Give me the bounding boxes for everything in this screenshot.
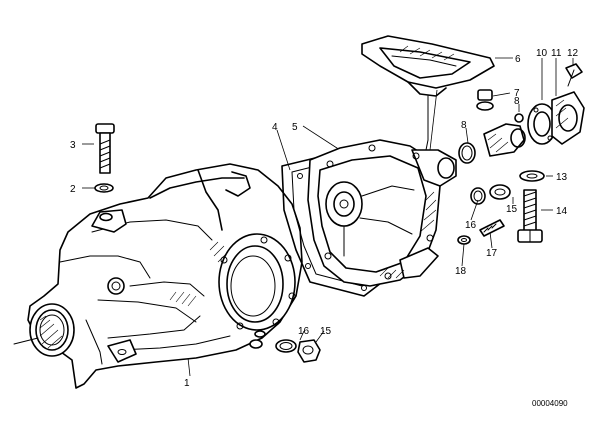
ring-16a [470, 187, 486, 205]
ring-16b [275, 339, 297, 353]
callout-15a: 15 [506, 204, 518, 215]
washer-18 [457, 235, 471, 245]
output-flange-10 [527, 103, 557, 145]
callout-2: 2 [70, 184, 76, 195]
mounting-bracket-6 [361, 35, 495, 141]
bolt-14 [517, 189, 543, 243]
leader-lines [82, 57, 574, 377]
callout-12: 12 [567, 48, 579, 59]
differential-housing [13, 163, 303, 389]
flange-housing-11 [551, 91, 585, 145]
callout-16b: 16 [298, 326, 310, 337]
callout-15b: 15 [320, 326, 332, 337]
bolt-17 [479, 219, 505, 237]
diagram-reference-number: 00004090 [532, 399, 568, 408]
callout-10: 10 [536, 48, 548, 59]
callout-18: 18 [455, 266, 467, 277]
nut-7 [476, 89, 494, 111]
callout-14: 14 [556, 206, 568, 217]
seal-assembly-8b [483, 113, 526, 157]
o-ring-8a [458, 142, 476, 164]
washer-2 [94, 183, 114, 193]
callout-17: 17 [486, 248, 498, 259]
callout-11: 11 [551, 48, 562, 59]
bolt-3 [95, 123, 115, 174]
callout-labels: 1 2 3 4 5 6 7 8 8 10 11 12 13 14 15 15 1… [70, 48, 579, 389]
callout-5: 5 [292, 122, 298, 133]
washer-13 [519, 170, 545, 182]
callout-8a: 8 [461, 120, 467, 131]
callout-1: 1 [184, 378, 190, 389]
pin-12 [565, 63, 583, 87]
callout-3: 3 [70, 140, 76, 151]
callout-7: 7 [514, 88, 520, 99]
plug-15b [297, 339, 321, 363]
housing-drain-bosses [249, 330, 266, 349]
callout-16a: 16 [465, 220, 477, 231]
callout-4: 4 [272, 122, 278, 133]
plug-15a [489, 184, 511, 200]
callout-13: 13 [556, 172, 568, 183]
callout-6: 6 [515, 54, 521, 65]
callout-8b: 8 [514, 96, 520, 107]
differential-cover-5 [307, 139, 457, 287]
